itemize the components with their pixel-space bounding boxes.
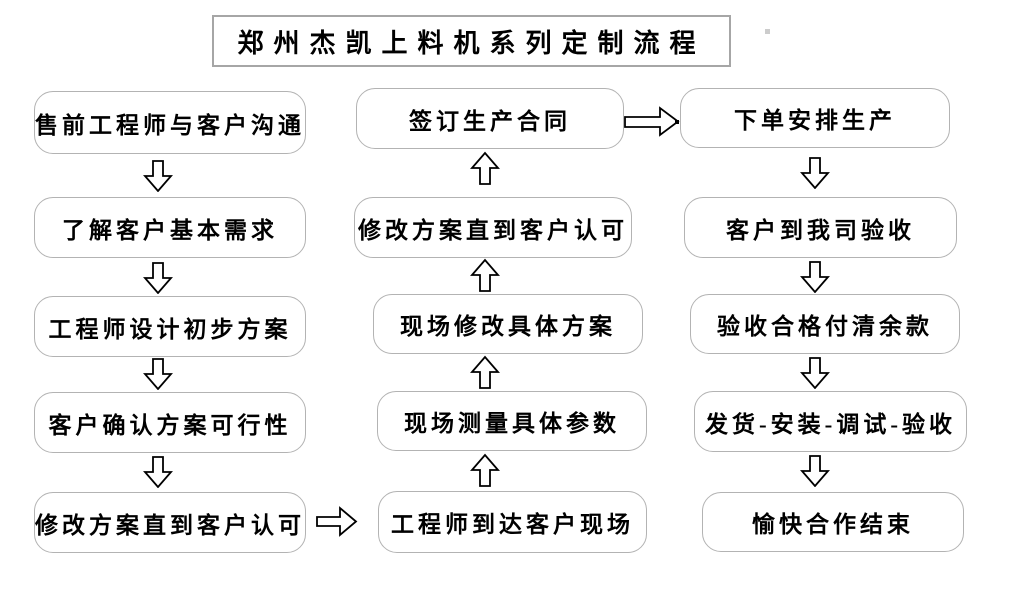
down-arrow-icon xyxy=(143,358,173,390)
selection-handle-dot xyxy=(765,29,770,34)
step-measure-parameters: 现场测量具体参数 xyxy=(377,391,647,451)
step-order-production: 下单安排生产 xyxy=(680,88,950,148)
step-customer-acceptance: 客户到我司验收 xyxy=(684,197,957,258)
down-arrow-icon xyxy=(143,456,173,488)
right-arrow-icon xyxy=(624,106,680,137)
down-arrow-icon xyxy=(800,261,830,293)
up-arrow-icon xyxy=(470,355,500,389)
up-arrow-icon xyxy=(470,151,500,185)
step-pay-remaining-balance: 验收合格付清余款 xyxy=(690,294,960,354)
step-revise-until-approved-onsite: 修改方案直到客户认可 xyxy=(354,197,632,258)
down-arrow-icon xyxy=(800,157,830,189)
down-arrow-icon xyxy=(143,262,173,294)
step-revise-until-approved: 修改方案直到客户认可 xyxy=(34,492,306,553)
step-engineer-arrives-onsite: 工程师到达客户现场 xyxy=(378,491,647,553)
right-arrow-icon xyxy=(316,506,358,537)
down-arrow-icon xyxy=(800,455,830,487)
step-cooperation-end: 愉快合作结束 xyxy=(702,492,964,552)
up-arrow-icon xyxy=(470,258,500,292)
step-design-draft-plan: 工程师设计初步方案 xyxy=(34,296,306,357)
step-understand-needs: 了解客户基本需求 xyxy=(34,197,306,258)
page-title: 郑州杰凯上料机系列定制流程 xyxy=(212,15,731,67)
down-arrow-icon xyxy=(143,160,173,192)
step-sign-contract: 签订生产合同 xyxy=(356,88,624,149)
step-confirm-feasibility: 客户确认方案可行性 xyxy=(34,392,306,453)
down-arrow-icon xyxy=(800,357,830,389)
step-ship-install-debug-accept: 发货-安装-调试-验收 xyxy=(694,391,967,452)
step-presales-communication: 售前工程师与客户沟通 xyxy=(34,91,306,154)
up-arrow-icon xyxy=(470,453,500,487)
step-modify-onsite-plan: 现场修改具体方案 xyxy=(373,294,643,354)
